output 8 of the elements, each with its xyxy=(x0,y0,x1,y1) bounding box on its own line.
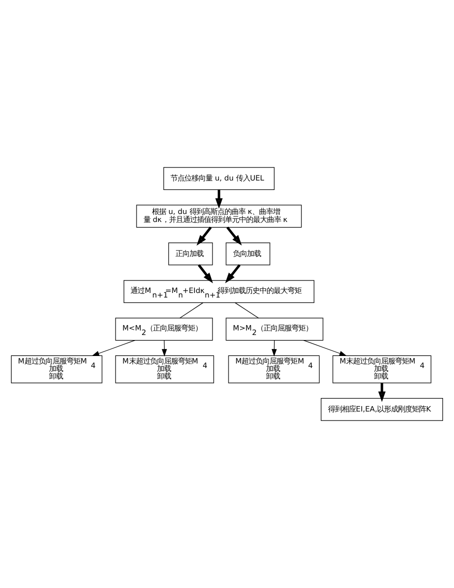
arrow xyxy=(225,264,241,284)
arrow xyxy=(215,190,223,209)
arrow xyxy=(196,226,212,246)
arrow xyxy=(226,226,242,246)
arrow xyxy=(378,383,386,402)
connector xyxy=(180,302,204,318)
arrow xyxy=(198,264,213,284)
connector xyxy=(234,302,259,318)
